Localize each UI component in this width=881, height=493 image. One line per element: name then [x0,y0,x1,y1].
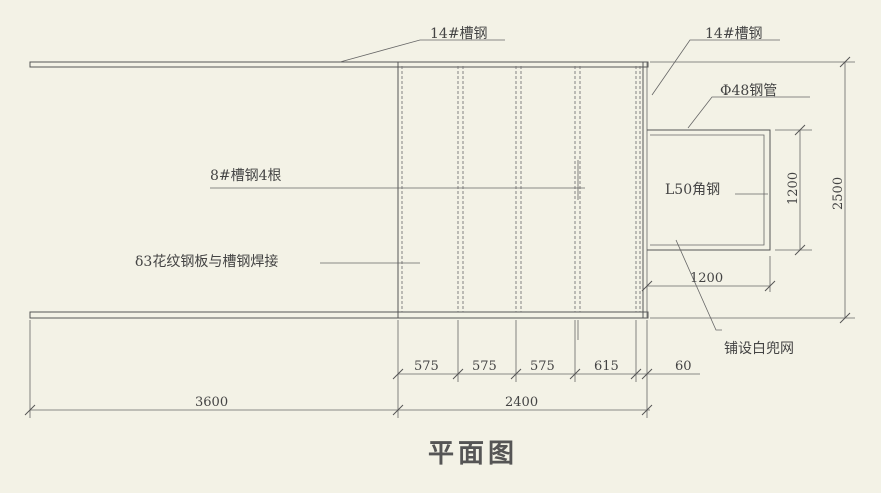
checker-plate-label: δ3花纹钢板与槽钢焊接 [135,253,278,270]
dim-spacing-3: 575 [530,359,555,374]
drawing-title: 平面图 [428,439,518,469]
dim-spacing-2: 575 [472,359,497,374]
angle-steel-label: L50角钢 [665,182,720,198]
dim-spacing-4: 615 [594,359,619,374]
joists [401,66,641,312]
dim-right-length: 2400 [505,395,538,410]
bottom-channel-beam [29,311,649,319]
channel-top-right-label: 14#槽钢 [705,26,763,42]
dim-extension-width: 1200 [690,271,723,286]
leader-lines [210,39,810,340]
dimension-lines [24,56,855,418]
dim-spacing-1: 575 [414,359,439,374]
steel-pipe-label: Φ48钢管 [720,83,777,99]
dim-total-width: 2500 [831,177,846,210]
dim-extension-height: 1200 [786,172,801,205]
channel-8-label: 8#槽钢4根 [210,168,282,184]
channel-top-left-label: 14#槽钢 [430,26,488,42]
dim-left-length: 3600 [195,395,228,410]
safety-net-label: 铺设白兜网 [724,341,794,357]
extension-frame [647,129,771,251]
top-channel-beam [29,61,649,68]
dim-gap: 60 [675,359,692,374]
